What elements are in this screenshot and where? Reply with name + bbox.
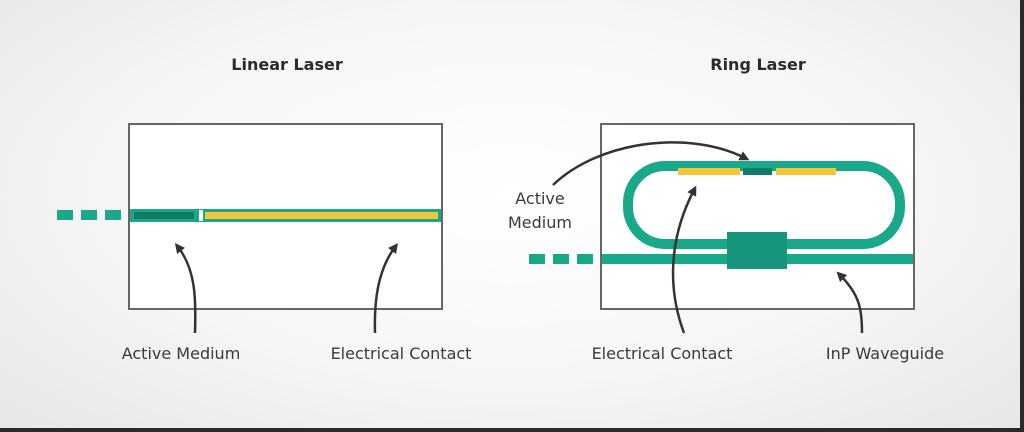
ring-active-label-line1: Active <box>515 189 565 208</box>
linear-active-medium-label: Active Medium <box>122 344 241 363</box>
ring-laser-frame <box>600 123 915 310</box>
ring-active-medium-arrow <box>552 141 750 186</box>
linear-laser-title: Linear Laser <box>231 55 343 74</box>
linear-electrical-contact <box>205 212 438 219</box>
ring-coupler-block <box>727 232 787 269</box>
ring-waveguide-arrow <box>836 271 864 334</box>
ring-contact-left <box>678 168 740 175</box>
bottom-rule <box>0 428 1024 432</box>
linear-contact-arrow <box>373 242 398 334</box>
ring-active-label-line2: Medium <box>508 213 572 232</box>
ring-laser-title: Ring Laser <box>710 55 806 74</box>
ring-waveguide-label: InP Waveguide <box>826 344 944 363</box>
ring-input-dashes <box>529 254 593 264</box>
right-rule <box>1020 0 1024 432</box>
ring-active-medium <box>743 168 772 175</box>
ring-electrical-contact-label: Electrical Contact <box>592 344 733 363</box>
ring-contact-right <box>776 168 836 175</box>
linear-gap <box>199 210 203 221</box>
ring-contact-arrow <box>671 185 697 334</box>
linear-active-medium-arrow <box>174 243 197 334</box>
linear-electrical-contact-label: Electrical Contact <box>331 344 472 363</box>
linear-active-medium <box>134 212 194 219</box>
linear-input-dashes <box>57 210 121 220</box>
